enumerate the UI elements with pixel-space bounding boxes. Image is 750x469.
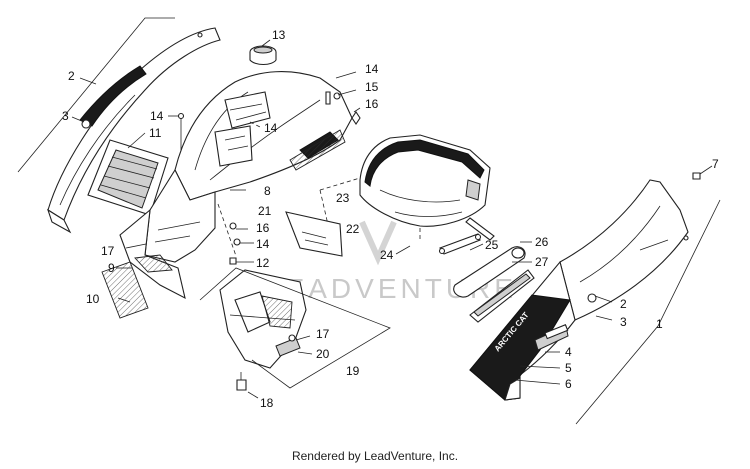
fastener-set-b (217, 203, 241, 265)
callout-18: 18 (260, 396, 274, 410)
callout-23: 23 (336, 191, 350, 205)
callout-22: 22 (346, 222, 360, 236)
hood-part (119, 71, 353, 300)
tube-part (453, 246, 535, 323)
callout-27: 27 (535, 255, 549, 269)
callout-9: 9 (108, 261, 115, 275)
parts-diagram: LEADVENTURE (17, 17, 721, 425)
callout-labels: 13 2 3 14 15 16 11 14 8 23 7 17 21 16 14… (62, 28, 719, 410)
lower-structure (219, 269, 307, 369)
strap-part (438, 217, 495, 255)
cap-part (249, 45, 277, 66)
callout-21: 21 (258, 204, 272, 218)
callout-2-left: 2 (68, 69, 75, 83)
callout-15: 15 (365, 80, 379, 94)
callout-14-c: 14 (256, 237, 270, 251)
callout-25: 25 (485, 238, 499, 252)
callout-5: 5 (565, 361, 572, 375)
callout-13: 13 (272, 28, 286, 42)
mesh-part (101, 261, 149, 319)
callout-8: 8 (264, 184, 271, 198)
callout-14-d: 14 (264, 121, 278, 135)
grille-part (87, 139, 169, 216)
callout-16-b: 16 (256, 221, 270, 235)
screw-7 (692, 172, 701, 180)
panel-part (285, 211, 343, 257)
liner-part (359, 134, 491, 227)
callout-7: 7 (712, 157, 719, 171)
callout-4: 4 (565, 345, 572, 359)
callout-12: 12 (256, 256, 270, 270)
callout-20: 20 (316, 347, 330, 361)
callout-10: 10 (86, 292, 100, 306)
side-panel-part (469, 179, 689, 401)
callout-17-a: 17 (101, 244, 115, 258)
clip-part (236, 372, 247, 391)
callout-1: 1 (656, 317, 663, 331)
callout-19: 19 (346, 364, 360, 378)
windshield-trim (46, 27, 221, 234)
callout-11: 11 (149, 126, 162, 140)
callout-3-left: 3 (62, 109, 69, 123)
footer-credit: Rendered by LeadVenture, Inc. (291, 449, 459, 463)
callout-16-a: 16 (365, 97, 379, 111)
fastener-set-a (177, 91, 361, 150)
callout-3-right: 3 (620, 315, 627, 329)
callout-24: 24 (380, 248, 394, 262)
callout-26: 26 (535, 235, 549, 249)
callout-14-b: 14 (150, 109, 164, 123)
callout-2-right: 2 (620, 297, 627, 311)
callout-17-b: 17 (316, 327, 330, 341)
callout-6: 6 (565, 377, 572, 391)
callout-14-a: 14 (365, 62, 379, 76)
